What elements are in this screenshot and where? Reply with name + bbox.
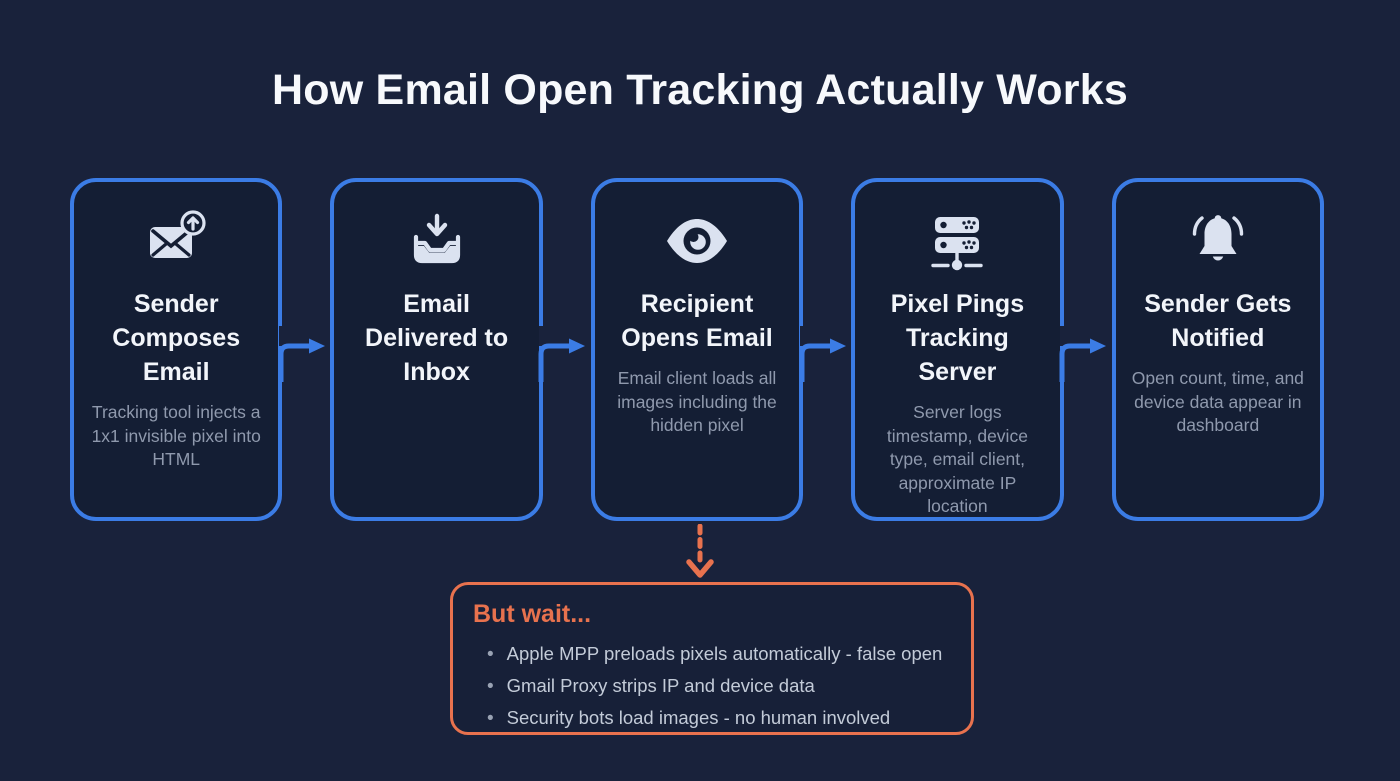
border-gap — [800, 326, 808, 346]
mail-sent-icon — [74, 208, 278, 274]
callout-list: Apple MPP preloads pixels automatically … — [471, 638, 951, 734]
callout-bullet: Security bots load images - no human inv… — [487, 702, 951, 734]
flow-arrow-icon — [799, 338, 846, 382]
server-icon — [855, 208, 1059, 274]
step-heading: Pixel Pings Tracking Server — [890, 290, 1025, 386]
step-card-email-delivered: Email Delivered to Inbox — [330, 178, 543, 521]
step-subtitle: Server logs timestamp, device type, emai… — [886, 402, 1028, 516]
border-gap — [539, 326, 547, 346]
flow-row: Sender Composes Email Tracking tool inje… — [70, 178, 1325, 521]
inbox-icon — [334, 208, 538, 274]
dashed-down-arrow-icon — [686, 524, 714, 578]
step-subtitle: Open count, time, and device data appear… — [1131, 368, 1304, 435]
step-heading: Sender Gets Notified — [1144, 290, 1292, 352]
step-subtitle: Email client loads all images including … — [617, 368, 777, 435]
step-card-pixel-pings: Pixel Pings Tracking Server Server logs … — [851, 178, 1064, 521]
flow-arrow-icon — [538, 338, 585, 382]
step-heading: Email Delivered to Inbox — [365, 290, 509, 386]
step-card-sender-composes: Sender Composes Email Tracking tool inje… — [70, 178, 283, 521]
step-subtitle: Tracking tool injects a 1x1 invisible pi… — [91, 402, 261, 469]
step-card-recipient-opens: Recipient Opens Email Email client loads… — [590, 178, 804, 521]
callout-bullet: Apple MPP preloads pixels automatically … — [487, 638, 951, 670]
step-heading: Recipient Opens Email — [621, 290, 773, 352]
bell-icon — [1116, 208, 1320, 274]
eye-icon — [595, 208, 799, 274]
callout-but-wait: But wait... Apple MPP preloads pixels au… — [450, 582, 974, 735]
flow-arrow-icon — [278, 338, 325, 382]
flow-arrow-icon — [1059, 338, 1106, 382]
page-title: How Email Open Tracking Actually Works — [272, 66, 1128, 114]
border-gap — [1060, 326, 1068, 346]
callout-bullet: Gmail Proxy strips IP and device data — [487, 670, 951, 702]
step-card-sender-notified: Sender Gets Notified Open count, time, a… — [1111, 178, 1325, 521]
callout-heading: But wait... — [473, 600, 592, 628]
border-gap — [279, 326, 287, 346]
step-heading: Sender Composes Email — [112, 290, 241, 386]
